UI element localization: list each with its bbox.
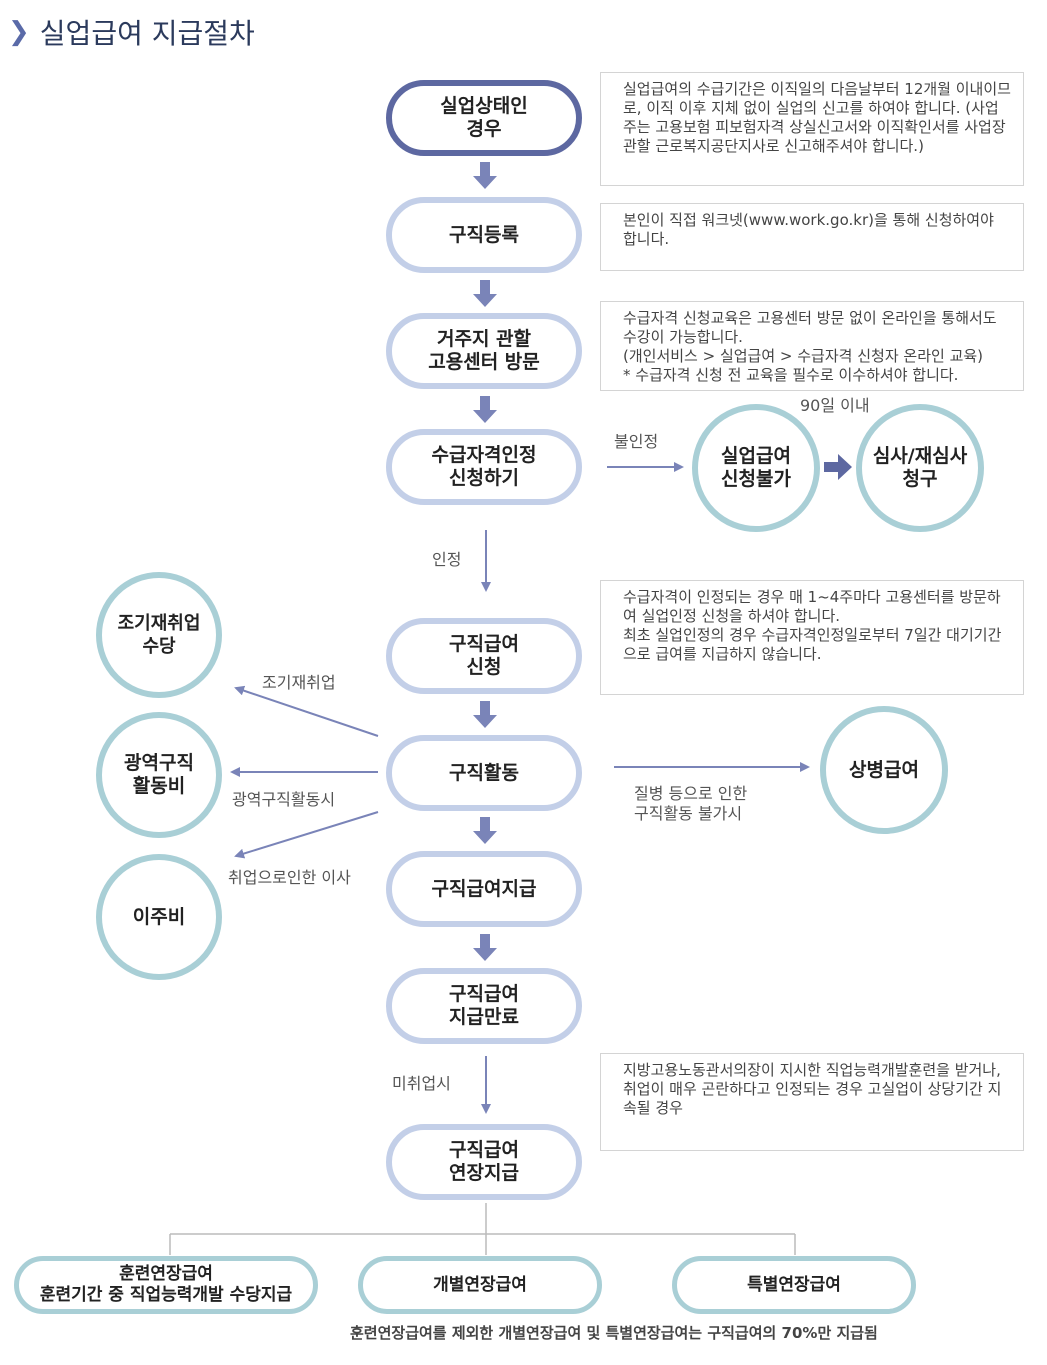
ext-special: 특별연장급여 — [672, 1256, 916, 1314]
label-wide-area: 광역구직활동시 — [232, 790, 336, 809]
ext-individual: 개별연장급여 — [358, 1256, 602, 1314]
step-job-search: 구직활동 — [386, 735, 582, 811]
down-arrow-icon — [473, 162, 497, 189]
circle-early-reemployment: 조기재취업 수당 — [96, 572, 222, 698]
down-arrow-icon — [473, 817, 497, 844]
note-online-education: 수급자격 신청교육은 고용센터 방문 없이 온라인을 통해서도 수강이 가능합니… — [600, 301, 1024, 391]
label-recognized: 인정 — [432, 550, 462, 569]
step-apply-qualification: 수급자격인정 신청하기 — [386, 429, 582, 505]
note-claim-period: 실업급여의 수급기간은 이직일의 다음날부터 12개월 이내이므로, 이직 이후… — [600, 72, 1024, 186]
note-extension: 지방고용노동관서의장이 지시한 직업능력개발훈련을 받거나, 취업이 매우 곤란… — [600, 1053, 1024, 1151]
step-payment: 구직급여지급 — [386, 851, 582, 927]
circle-sickness: 상병급여 — [820, 706, 948, 834]
down-arrow-icon — [473, 701, 497, 728]
note-recognition: 수급자격이 인정되는 경우 매 1~4주마다 고용센터를 방문하여 실업인정 신… — [600, 580, 1024, 695]
circle-ineligible: 실업급여 신청불가 — [692, 404, 820, 532]
extension-tree — [169, 1203, 796, 1255]
arrow-early — [234, 685, 379, 737]
down-arrow-icon — [473, 396, 497, 423]
circle-wide-area: 광역구직 활동비 — [96, 712, 222, 838]
step-unemployed: 실업상태인 경우 — [386, 80, 582, 156]
label-early-reemployment: 조기재취업 — [262, 673, 336, 692]
note-worknet: 본인이 직접 워크넷(www.work.go.kr)을 통해 신청하여야 합니다… — [600, 203, 1024, 271]
ext-training: 훈련연장급여 훈련기간 중 직업능력개발 수당지급 — [14, 1256, 318, 1314]
circle-relocation: 이주비 — [96, 854, 222, 980]
chevron-right-icon: ❯ — [8, 17, 30, 47]
label-relocation: 취업으로인한 이사 — [228, 868, 351, 887]
arrow-relocation — [234, 811, 379, 859]
label-not-employed: 미취업시 — [392, 1074, 451, 1093]
label-not-recognized: 불인정 — [614, 432, 659, 451]
page-title: ❯ 실업급여 지급절차 — [8, 12, 255, 52]
step-visit-center: 거주지 관할 고용센터 방문 — [386, 313, 582, 389]
right-arrow-icon — [824, 454, 852, 480]
step-payment-end: 구직급여 지급만료 — [386, 968, 582, 1044]
down-arrow-icon — [473, 280, 497, 307]
down-arrows — [473, 162, 497, 961]
footnote: 훈련연장급여를 제외한 개별연장급여 및 특별연장급여는 구직급여의 70%만 … — [350, 1324, 878, 1342]
step-extension: 구직급여 연장지급 — [386, 1124, 582, 1200]
label-sickness: 질병 등으로 인한 구직활동 불가시 — [634, 784, 748, 823]
step-apply-benefit: 구직급여 신청 — [386, 618, 582, 694]
down-arrow-icon — [473, 934, 497, 961]
page-title-text: 실업급여 지급절차 — [39, 17, 255, 50]
step-job-register: 구직등록 — [386, 197, 582, 273]
circle-review: 심사/재심사 청구 — [856, 404, 984, 532]
label-within-90-days: 90일 이내 — [800, 396, 870, 415]
